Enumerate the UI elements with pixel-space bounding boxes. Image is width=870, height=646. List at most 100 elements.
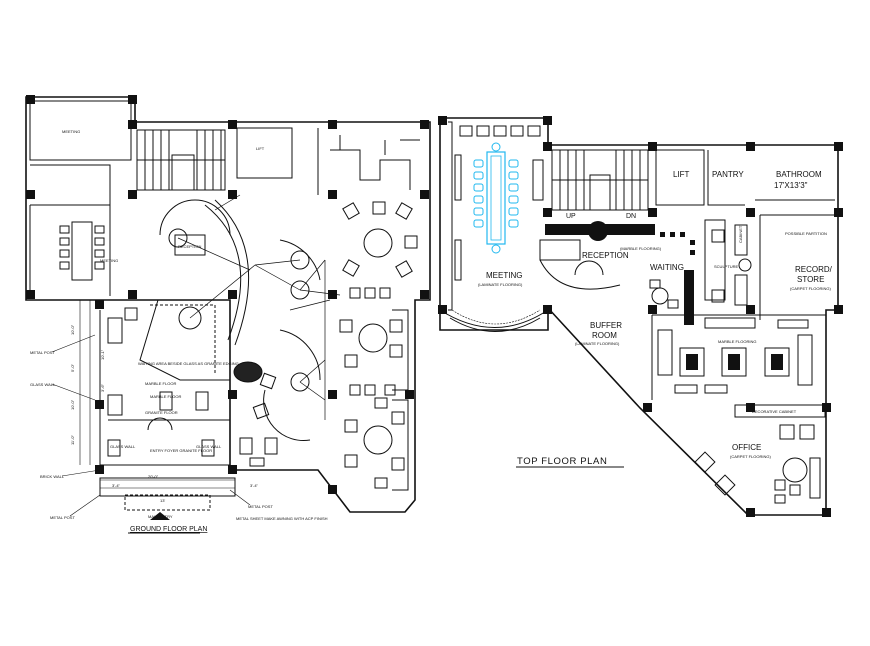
cabinet-bottom — [704, 317, 756, 329]
waiting-area-dashed — [150, 304, 216, 375]
office-furniture — [694, 424, 821, 504]
meeting-curved-window — [439, 309, 549, 328]
office-lounge-walls — [651, 314, 826, 400]
metal-sheet-label: METAL SHEET MAKE AWNING WITH ACP FINISH — [236, 516, 328, 521]
top-staircase — [551, 149, 649, 211]
cabinet-waiting-2 — [734, 274, 748, 306]
sculpture — [738, 258, 752, 272]
right-side-benches — [392, 309, 409, 491]
record-store-label-2: STORE — [797, 275, 824, 284]
record-floor-label: (CARPET FLOORING) — [790, 286, 831, 291]
dim-8: 13' — [160, 498, 165, 503]
ground-outer-wall — [25, 96, 431, 513]
marble-flooring-label-2: MARBLE FLOORING — [718, 339, 756, 344]
waiting-area — [139, 299, 231, 381]
waiting-area-label: WAITING AREA BESIDE GLASS AS GRANITE EDG… — [138, 361, 239, 366]
buffer-room-label-1: BUFFER — [590, 321, 622, 330]
cabinet-meeting-right — [532, 159, 544, 201]
reception-arc — [159, 199, 231, 236]
foyer-wall — [99, 310, 231, 466]
dim-3: 10'-0" — [70, 399, 75, 410]
granite-floor-label: GRANITE FLOOR — [145, 410, 178, 415]
buffer-floor-label: (LAMINATE FLOORING) — [575, 341, 620, 346]
meeting-label-side: MEETING — [100, 258, 118, 263]
lounge-chairs — [252, 201, 418, 489]
dim-10: 3'-4" — [250, 483, 259, 488]
sculpture-label: SCULPTURE — [714, 264, 739, 269]
glass-wall-label-left: GLASS WALL — [110, 444, 136, 449]
reception-label-ground: RECEPTION — [178, 244, 201, 249]
top-floor-title: TOP FLOOR PLAN — [517, 456, 607, 467]
main-entry-label: MAIN ENTRY — [148, 514, 173, 519]
marble-flooring-label: (MARBLE FLOORING) — [620, 246, 662, 251]
dim-7: 20'-0" — [148, 474, 159, 479]
meeting-label-top: MEETING — [62, 129, 80, 134]
glass-wall-side-label: GLASS WALL — [30, 382, 56, 387]
glass-wall-label-right: GLASS WALL — [196, 444, 222, 449]
room-wall — [30, 164, 111, 206]
office-label: OFFICE — [732, 443, 761, 452]
reception-label-top: RECEPTION — [582, 251, 629, 260]
metal-post-label: METAL POST — [30, 350, 55, 355]
waiting-table — [651, 287, 669, 305]
meeting-top-chairs — [459, 125, 541, 137]
waiting-chair-2 — [667, 299, 679, 309]
stair-up-label: UP — [566, 213, 576, 220]
cabinet-left-1 — [454, 154, 462, 201]
cabinet-label: CABINET — [738, 225, 743, 243]
curved-wall — [214, 199, 250, 346]
meeting-room-top — [29, 100, 132, 161]
possible-partition-label: POSSIBLE PARTITION — [785, 231, 827, 236]
meeting-window-hatch — [451, 309, 541, 325]
entry-door-swing — [147, 417, 173, 431]
light-lines — [177, 194, 341, 420]
reception-desk-top — [539, 239, 581, 261]
meeting-room-walls — [29, 205, 111, 296]
marble-floor-label-2: MARBLE FLOOR — [150, 394, 181, 399]
dim-2: 5'-0" — [70, 363, 75, 372]
ground-columns — [26, 95, 429, 494]
reception-door — [574, 260, 604, 276]
ground-sofas — [107, 307, 278, 467]
entry-steps — [99, 477, 236, 497]
reception-column — [588, 221, 608, 241]
bathroom-label: BATHROOM — [776, 170, 822, 179]
main-entry-arrow — [150, 512, 170, 520]
ground-floor-title: GROUND FLOOR PLAN — [130, 526, 207, 533]
meeting-left-wall — [448, 121, 453, 311]
meeting-room-label: MEETING — [486, 271, 522, 280]
dim-1: 10'-0" — [70, 324, 75, 335]
record-store-label-1: RECORD/ — [795, 265, 833, 274]
record-store-walls — [759, 214, 835, 320]
marble-floor-label: MARBLE FLOOR — [145, 381, 176, 386]
brick-wall-label: BRICK WALL — [40, 474, 65, 479]
waiting-dotted-path — [660, 232, 695, 255]
decorative-cabinet — [734, 404, 826, 418]
bathroom-size-label: 17'X13'3" — [774, 181, 808, 190]
awning — [124, 494, 211, 511]
meeting-table — [59, 221, 105, 281]
dim-4: 11'-0" — [70, 435, 75, 445]
pantry-label: PANTRY — [712, 170, 744, 179]
lift-label-ground: LIFT — [256, 146, 265, 151]
lift-label-top: LIFT — [673, 170, 690, 179]
decorative-cabinet-label: DECORATIVE CABINET — [752, 409, 797, 414]
meeting-floor-label: (LAMINATE FLOORING) — [478, 282, 523, 287]
waiting-chair-1 — [649, 279, 661, 289]
waiting-sofa-seat-1 — [711, 229, 725, 243]
buffer-room-label-2: ROOM — [592, 331, 617, 340]
ground-dimension-lines — [79, 300, 235, 489]
waiting-partition — [684, 270, 694, 325]
lounge-tables — [168, 228, 393, 455]
waiting-sofa — [704, 219, 726, 301]
lift-ground — [236, 127, 293, 179]
meeting-table-top — [473, 142, 519, 254]
office-floor-label: (CARPET FLOORING) — [730, 454, 771, 459]
cabinet-waiting-1 — [734, 224, 748, 256]
dim-6: 3'-6" — [100, 383, 105, 392]
dim-9: 3'-4" — [112, 483, 121, 488]
metal-post-bottom-label: METAL POST — [50, 515, 75, 520]
metal-post-right-label: METAL POST — [248, 504, 273, 509]
top-floor-plan: MEETING (LAMINATE FLOORING) UP DN LIFT P… — [438, 116, 843, 517]
ground-upper-right-details — [339, 135, 420, 155]
